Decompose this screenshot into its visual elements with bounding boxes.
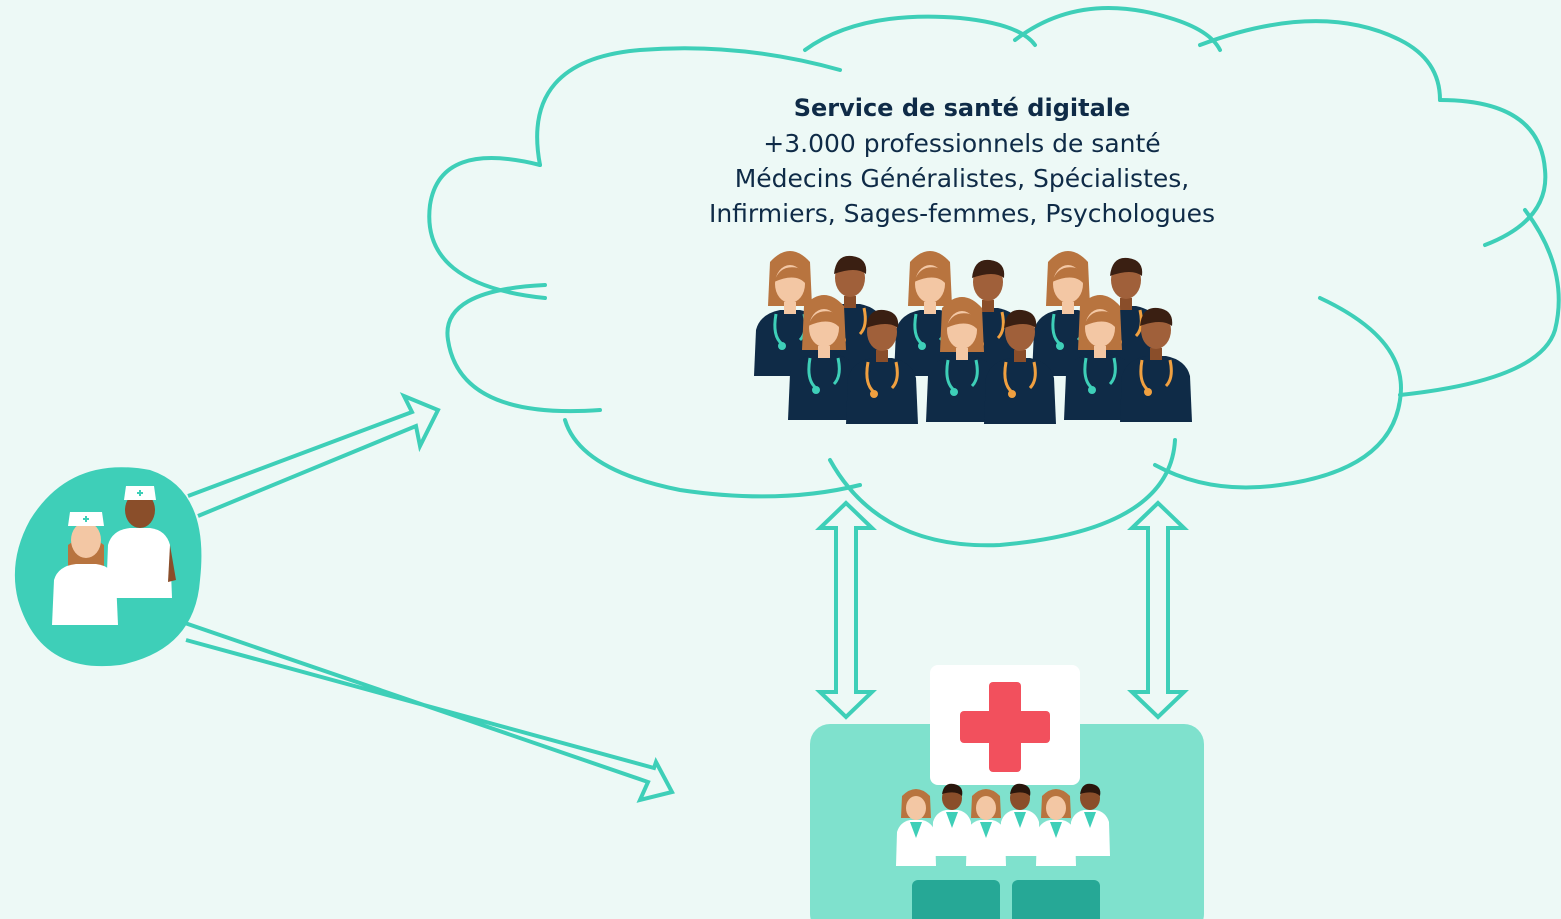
doctors-group-icon xyxy=(752,249,1194,426)
cloud-line-specialties: Médecins Généralistes, Spécialistes, xyxy=(734,164,1190,193)
nurse-pair-icon xyxy=(14,467,202,667)
cloud-title: Service de santé digitale xyxy=(793,94,1131,122)
arrow-cloud-hospital-left xyxy=(815,500,877,720)
arrow-nurses-to-hospital xyxy=(181,620,675,803)
cloud-description: Service de santé digitale +3.000 profess… xyxy=(612,90,1312,231)
hospital-icon xyxy=(810,665,1204,919)
arrow-cloud-hospital-right xyxy=(1127,500,1189,720)
arrow-nurses-to-cloud xyxy=(187,392,441,518)
cloud-line-roles: Infirmiers, Sages-femmes, Psychologues xyxy=(708,199,1216,228)
digital-health-cloud xyxy=(427,5,1561,548)
cloud-line-professionals: +3.000 professionnels de santé xyxy=(763,129,1161,158)
red-cross-icon xyxy=(960,682,1050,772)
